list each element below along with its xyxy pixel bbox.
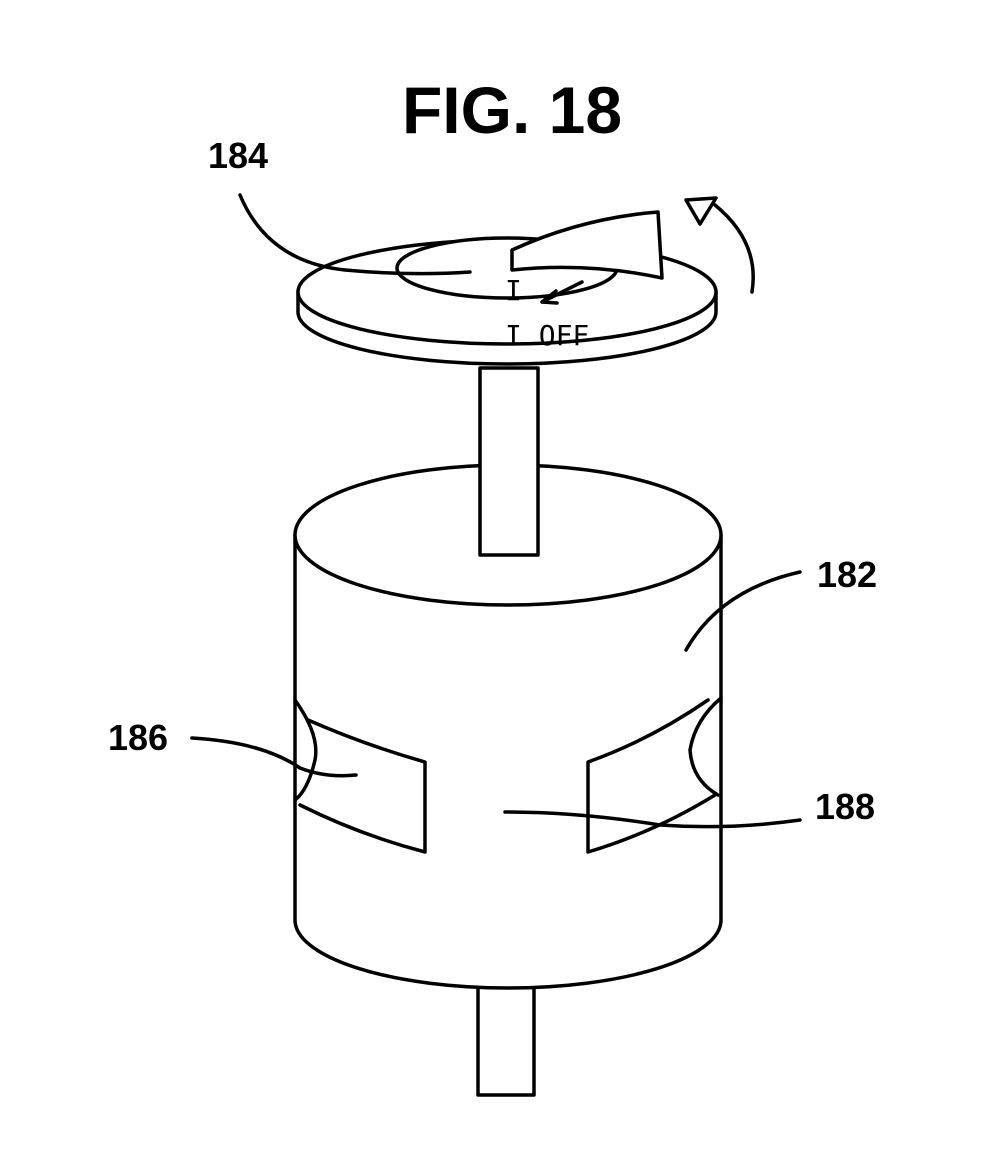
label-186: 186 [108, 717, 168, 758]
upper-shaft [480, 368, 538, 555]
figure-title: FIG. 18 [402, 73, 622, 147]
dial-mark-off: I OFF [505, 319, 589, 352]
knob-pointer [512, 212, 662, 278]
label-184: 184 [208, 135, 268, 176]
label-182: 182 [817, 554, 877, 595]
label-188: 188 [815, 786, 875, 827]
dial-mark-on: I [505, 274, 522, 307]
